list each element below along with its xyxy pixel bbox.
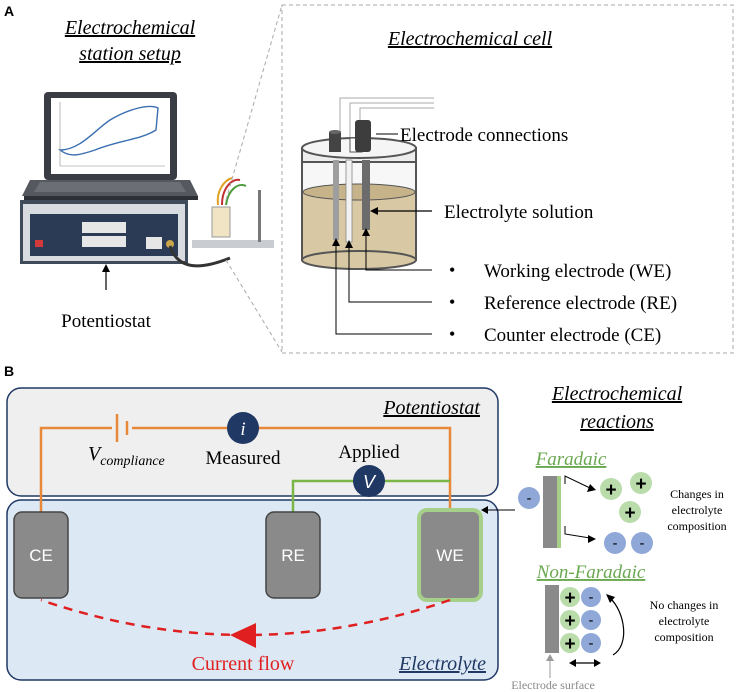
- electrolyte-box-title: Electrolyte: [398, 653, 486, 675]
- nf-note-line1: No changes in: [650, 598, 719, 612]
- laptop-illustration: [22, 92, 198, 200]
- panel-a-label: A: [4, 3, 14, 19]
- potentiostat-label: Potentiostat: [61, 311, 151, 332]
- voltage-meter-symbol: V: [363, 472, 377, 492]
- faradaic-electrode-edge: [557, 476, 561, 548]
- ce-electrode-label: CE: [29, 546, 53, 565]
- svg-text:+: +: [564, 588, 575, 609]
- current-flow-label: Current flow: [192, 653, 295, 675]
- svg-text:-: -: [589, 612, 594, 629]
- current-meter-icon: [227, 412, 259, 444]
- cell-stand-illustration: [192, 177, 274, 248]
- we-electrode-label: WE: [436, 546, 463, 565]
- zoom-line-top: [225, 4, 283, 201]
- label-reference-electrode: Reference electrode (RE): [484, 293, 677, 314]
- zoom-line-bottom: [225, 259, 283, 353]
- faradaic-title: Faradaic: [535, 449, 607, 470]
- svg-text:+: +: [564, 611, 575, 632]
- svg-text:+: +: [635, 474, 646, 495]
- non-faradaic-title: Non-Faradaic: [536, 562, 646, 583]
- nf-ion-plus-1: [560, 587, 580, 607]
- label-counter-electrode: Counter electrode (CE): [484, 325, 661, 346]
- green-circuit-wire: [291, 479, 450, 512]
- nf-ion-minus-3: [581, 633, 601, 653]
- faradaic-ion-plus-1: [600, 478, 622, 500]
- voltage-meter-icon: [353, 465, 385, 497]
- bullet-we: •: [449, 260, 455, 280]
- svg-text:+: +: [605, 480, 616, 501]
- electrode-surface-label: Electrode surface: [511, 678, 595, 692]
- faradaic-note-line3: composition: [667, 519, 726, 533]
- re-electrode-label: RE: [281, 546, 305, 565]
- potentiostat-box-title: Potentiostat: [382, 397, 480, 419]
- faradaic-ion-minus-left: [518, 487, 540, 509]
- faradaic-arrow-down: [564, 526, 591, 539]
- current-flow-arrowhead: [230, 623, 256, 648]
- svg-text:-: -: [589, 589, 594, 606]
- station-title-line2: station setup: [79, 43, 181, 65]
- electrolyte-box: [6, 499, 499, 681]
- svg-text:+: +: [564, 634, 575, 655]
- faradaic-note-line2: electrolyte: [672, 503, 723, 517]
- svg-text:+: +: [624, 503, 635, 524]
- current-meter-symbol: i: [240, 419, 245, 440]
- faradaic-ion-minus-1: [604, 532, 626, 554]
- ce-electrode: [13, 511, 69, 599]
- label-working-electrode: Working electrode (WE): [484, 261, 671, 282]
- cell-title: Electrochemical cell: [387, 28, 553, 50]
- potentiostat-device: [20, 200, 231, 268]
- panel-b-label: B: [4, 363, 14, 379]
- re-electrode: [265, 511, 321, 599]
- svg-text:-: -: [527, 490, 532, 507]
- non-faradaic-electrode: [545, 585, 559, 653]
- v-compliance-label: Vcompliance: [88, 443, 165, 469]
- nf-ion-minus-2: [581, 610, 601, 630]
- potentiostat-pointer-arrowhead: [102, 264, 110, 272]
- cell-label-lines: [332, 133, 432, 335]
- applied-label: Applied: [338, 442, 400, 463]
- svg-text:-: -: [640, 535, 645, 552]
- nf-ion-plus-2: [560, 610, 580, 630]
- electrochemical-cell-illustration: [301, 97, 434, 270]
- faradaic-arrow-up: [564, 475, 591, 489]
- faradaic-note-line1: Changes in: [670, 487, 724, 501]
- station-title-line1: Electrochemical: [64, 17, 196, 39]
- nf-note-line2: electrolyte: [659, 614, 710, 628]
- cell-zoom-box: [281, 4, 734, 354]
- nf-curved-arrow: [609, 597, 625, 656]
- svg-text:-: -: [589, 635, 594, 652]
- nf-ion-minus-1: [581, 587, 601, 607]
- faradaic-ion-plus-2: [630, 472, 652, 494]
- measured-label: Measured: [206, 448, 281, 469]
- nf-note-line3: composition: [654, 630, 713, 644]
- svg-text:-: -: [613, 535, 618, 552]
- nf-ion-plus-3: [560, 633, 580, 653]
- label-electrolyte-solution: Electrolyte solution: [444, 202, 594, 223]
- bullet-re: •: [449, 292, 455, 312]
- reactions-title-line1: Electrochemical: [551, 383, 683, 405]
- bullet-ce: •: [449, 324, 455, 344]
- faradaic-ion-plus-3: [619, 501, 641, 523]
- reactions-title-line2: reactions: [580, 411, 654, 433]
- label-electrode-connections: Electrode connections: [400, 125, 568, 146]
- faradaic-ion-minus-2: [631, 532, 653, 554]
- faradaic-electrode: [543, 476, 557, 548]
